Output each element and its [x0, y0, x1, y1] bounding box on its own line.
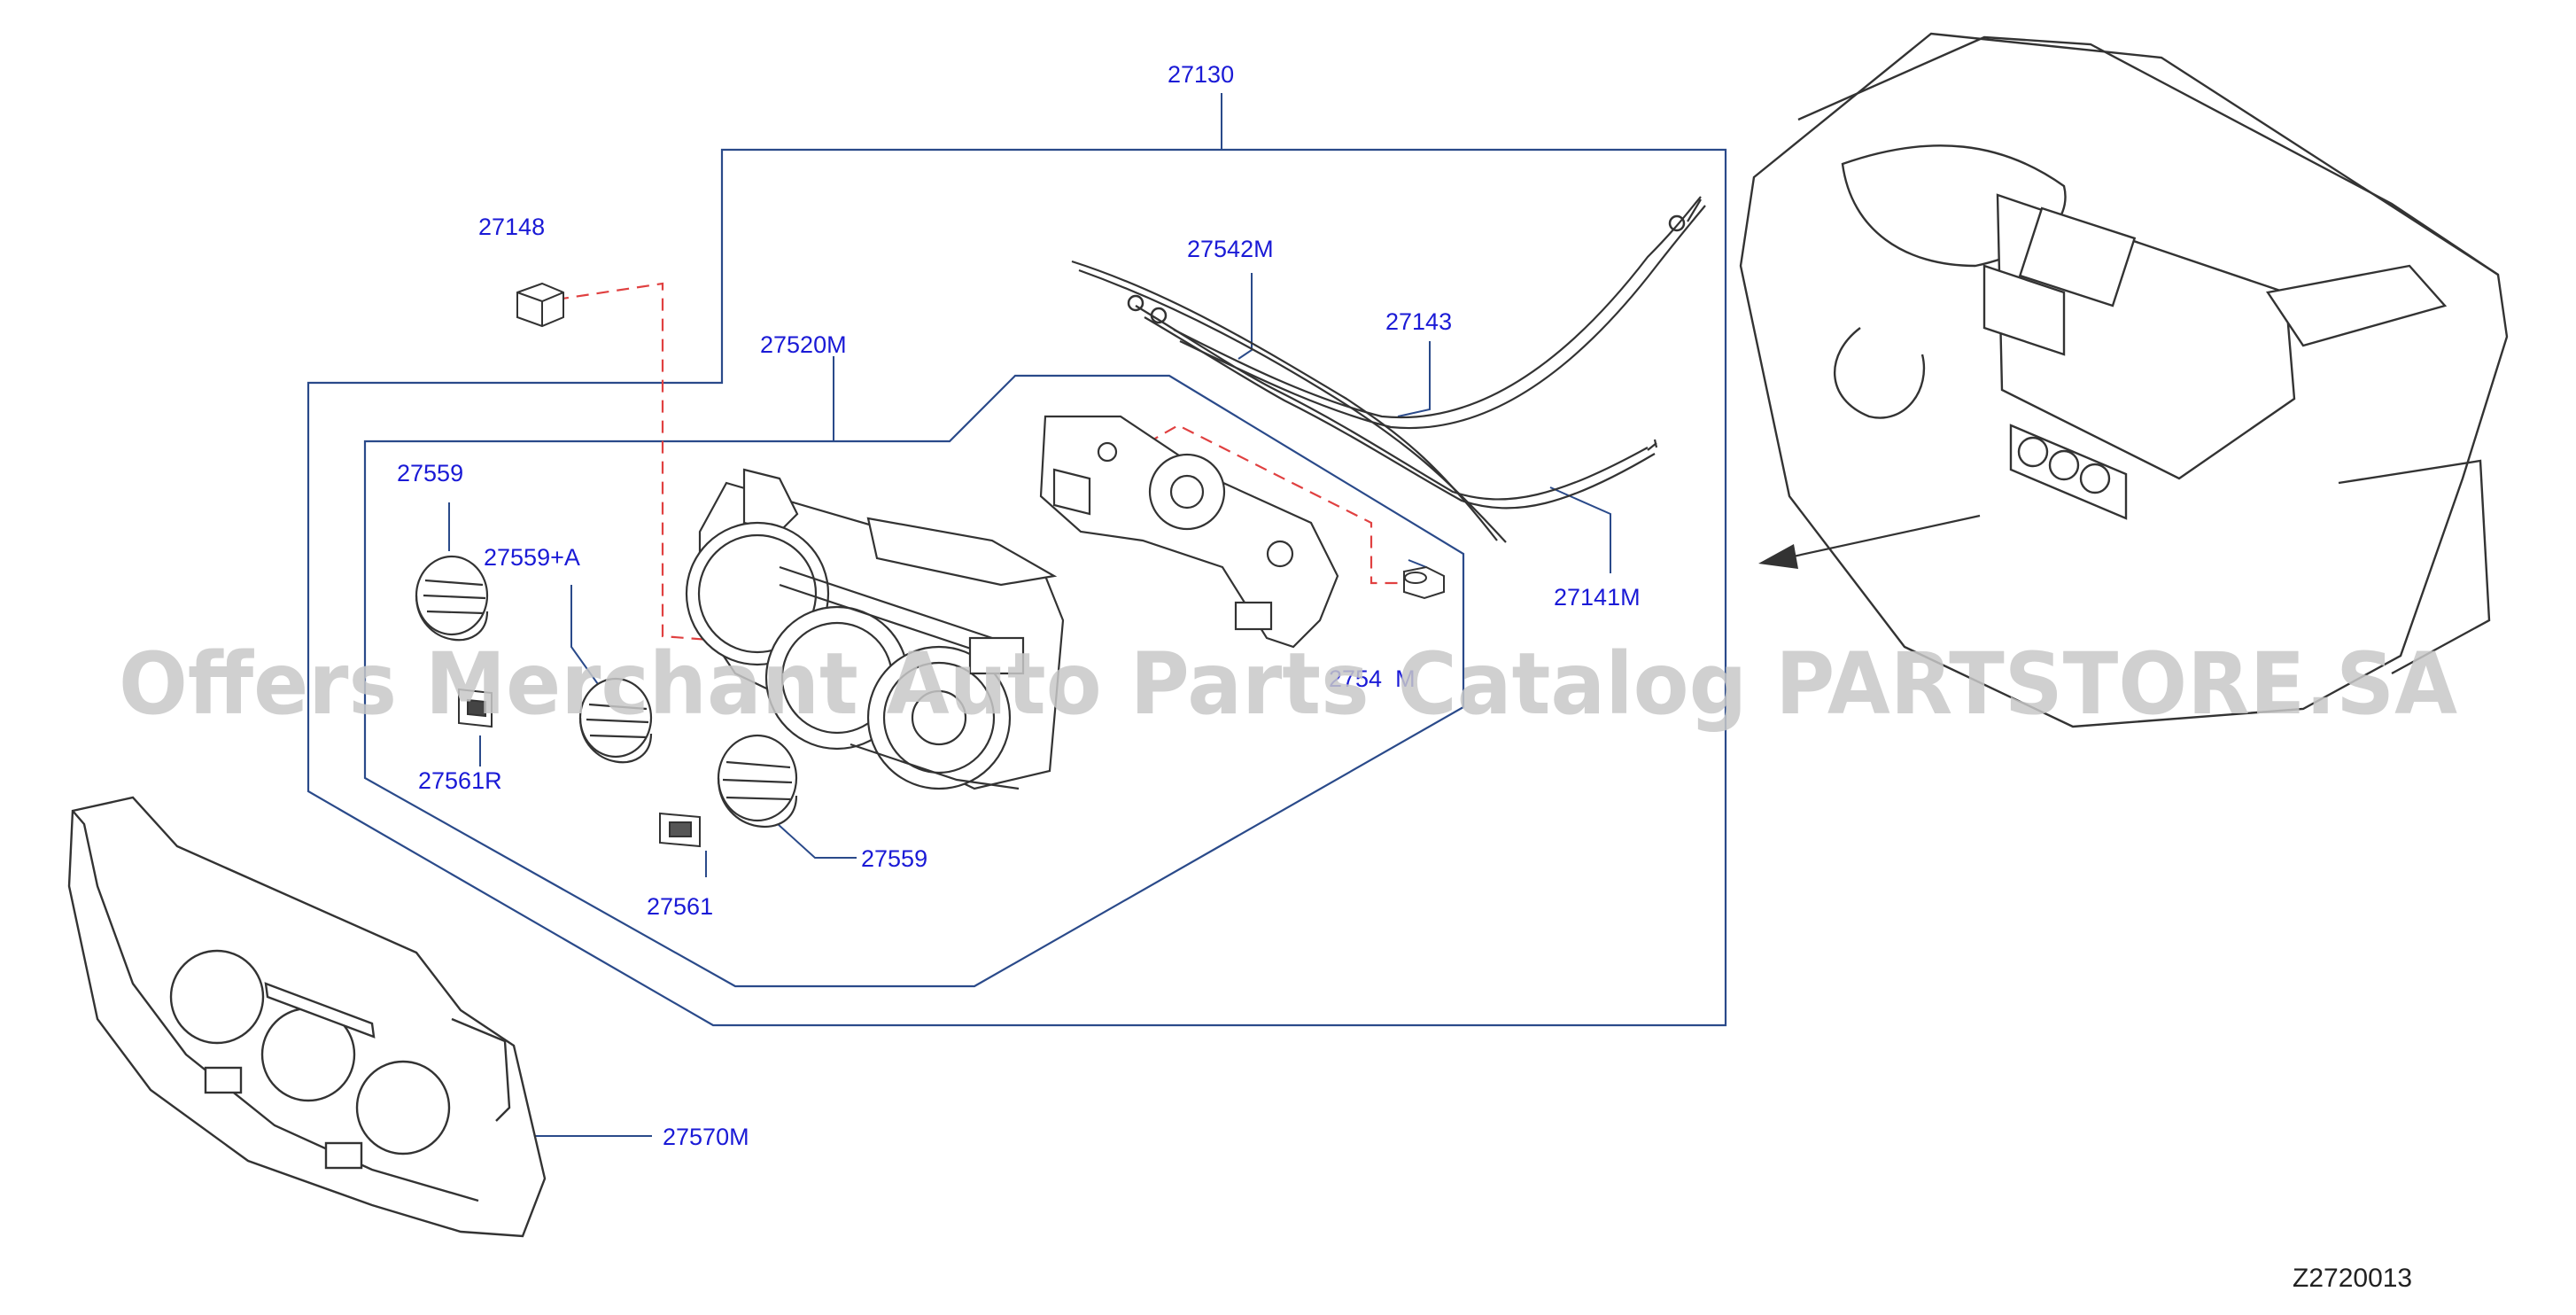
callout-27543m: 2754 M	[1329, 665, 1416, 692]
callout-27570m: 27570M	[663, 1124, 749, 1150]
dashboard-reference-drawing	[1739, 32, 2509, 728]
reference-arrow	[1758, 514, 1981, 569]
callout-27520m: 27520M	[760, 331, 847, 358]
part-button-27561r	[458, 688, 493, 728]
part-knob-27559-bottom	[717, 734, 798, 828]
callout-27559a: 27559+A	[484, 544, 580, 571]
callout-27130: 27130	[1168, 61, 1234, 88]
part-knob-27559a	[578, 677, 653, 764]
part-27543m-mechanism	[1039, 415, 1339, 649]
part-27570m-finisher-panel	[67, 796, 547, 1238]
assembly-outline-27130	[306, 148, 1727, 1027]
part-cables	[1071, 196, 1706, 543]
callout-27143: 27143	[1385, 308, 1452, 335]
part-27148-cap	[516, 282, 564, 328]
callout-27561: 27561	[647, 893, 713, 920]
part-clip	[1403, 565, 1445, 600]
part-27520m-control-unit	[685, 468, 1065, 790]
callout-labels: 27130 27148 27542M 27143 27520M 27559 27…	[397, 61, 1641, 1150]
watermark: Offers Merchant Auto Parts Catalog PARTS…	[119, 634, 2457, 734]
callout-27561r: 27561R	[418, 767, 502, 794]
callout-27148: 27148	[478, 214, 545, 240]
cable-end-rings	[1127, 214, 1686, 324]
callout-27559-bottom: 27559	[861, 845, 927, 872]
callout-27559-top: 27559	[397, 460, 463, 486]
part-knob-27559-left	[415, 555, 489, 642]
diagram-code: Z2720013	[2293, 1264, 2412, 1293]
part-button-27561	[659, 812, 701, 848]
assembly-outline-27520m	[363, 374, 1465, 988]
callout-27141m: 27141M	[1554, 584, 1641, 611]
callout-27542m: 27542M	[1187, 236, 1274, 262]
